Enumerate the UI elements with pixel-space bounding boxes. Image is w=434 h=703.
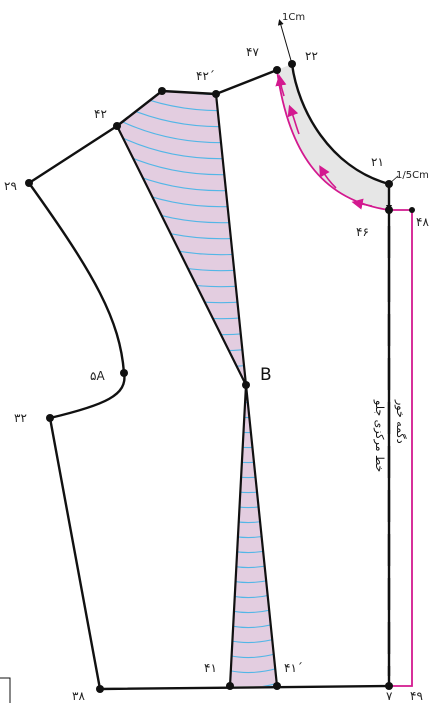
neck-arrow-4: [275, 74, 287, 97]
point-b: [242, 381, 250, 389]
hatch-line: [230, 650, 277, 659]
point-41: [226, 682, 234, 690]
point-41-prime: [273, 682, 281, 690]
hatch-line: [230, 665, 277, 674]
point-42-prime: [212, 90, 220, 98]
point-29: [25, 179, 33, 187]
point-47: [273, 66, 281, 74]
button-edge-label: دگمه خور: [394, 399, 407, 444]
hatch-line: [230, 635, 277, 644]
point-7: [385, 682, 393, 690]
point-21: [385, 180, 393, 188]
hatch-line: [230, 485, 277, 494]
label-46: ۴۶: [356, 225, 369, 239]
label-b: B: [260, 365, 272, 385]
point-22: [288, 60, 296, 68]
label-42-prime: ۴۲΄: [196, 69, 215, 83]
label-47: ۴۷: [246, 45, 259, 59]
hatch-line: [117, 91, 246, 96]
label-32: ۳۲: [14, 411, 27, 425]
hatch-line: [230, 395, 277, 404]
label-38: ۳۸: [72, 689, 85, 703]
hatch-line: [230, 515, 277, 524]
label-7: ۷: [386, 689, 393, 703]
upper-dart: [117, 91, 246, 385]
hatch-line: [230, 620, 277, 629]
label-21: ۲۱: [371, 155, 384, 169]
label-5a: ۵A: [90, 369, 105, 383]
label-41-prime: ۴۱΄: [284, 661, 303, 675]
neck-arrow-1: [351, 198, 373, 210]
corner-bracket: [0, 677, 11, 703]
hatch-line: [230, 530, 277, 539]
center-front-label: خط مرکزی جلو: [373, 399, 386, 472]
label-48: ۴۸: [416, 215, 429, 229]
hatch-line: [230, 560, 277, 569]
point-top-corner: [158, 87, 166, 95]
hatch-line: [230, 500, 277, 509]
hatch-line: [230, 605, 277, 614]
hatch-line: [230, 440, 277, 449]
lower-dart: [230, 385, 277, 686]
neck-arrow-3: [287, 104, 300, 135]
pattern-points: [25, 60, 415, 693]
label-29: ۲۹: [4, 179, 17, 193]
one-cm-arrow: [277, 19, 293, 65]
annotation-one-half-cm: 1/5Cm: [396, 170, 429, 181]
annotation-one-cm: 1Cm: [282, 12, 305, 23]
neck-arrow-2: [319, 165, 337, 189]
label-41: ۴۱: [204, 661, 217, 675]
label-49: ۴۹: [410, 689, 423, 703]
hatch-line: [230, 455, 277, 464]
hatch-line: [230, 575, 277, 584]
hatch-line: [230, 545, 277, 554]
bodice-outline: [27, 63, 391, 691]
point-38: [96, 685, 104, 693]
hatch-line: [230, 425, 277, 434]
label-22: ۲۲: [305, 49, 318, 63]
hatch-line: [230, 470, 277, 479]
button-stand-line: [389, 210, 413, 687]
label-42: ۴۲: [94, 107, 107, 121]
hatch-line: [230, 590, 277, 599]
hatch-line: [230, 410, 277, 419]
point-42: [113, 122, 121, 130]
point-neck-low: [385, 206, 393, 214]
point-5a: [120, 369, 128, 377]
point-48: [409, 207, 415, 213]
point-32: [46, 414, 54, 422]
